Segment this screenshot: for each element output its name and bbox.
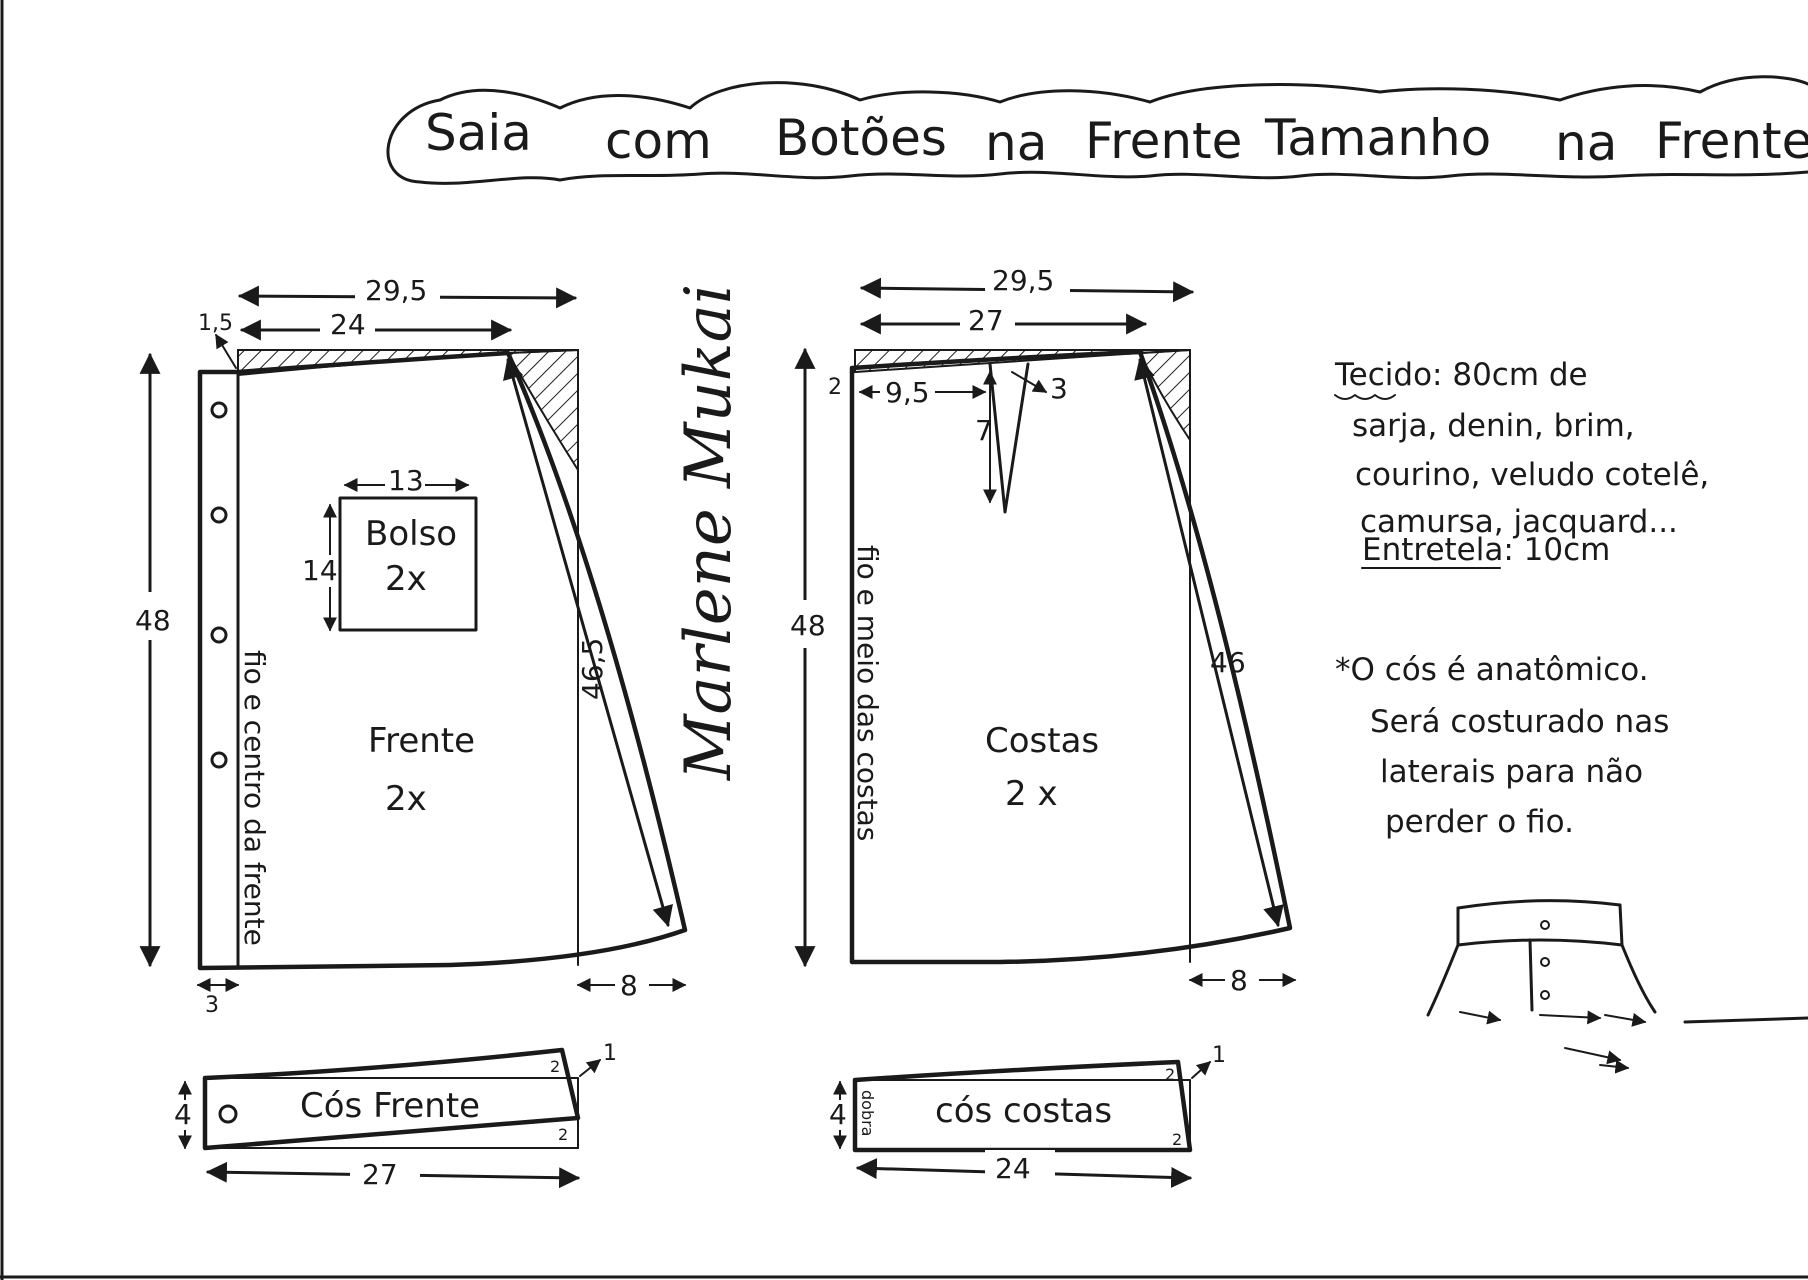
title-cloud-outline <box>386 75 1808 185</box>
front-waistband-height-label: 4 <box>174 1098 192 1131</box>
back-hem-flare-label: 8 <box>1230 964 1248 997</box>
front-waistband-length-label: 27 <box>362 1158 398 1191</box>
front-button-2 <box>210 506 228 524</box>
pocket-width-label: 13 <box>388 464 424 497</box>
front-waistband-end-a: 2 <box>550 1057 560 1076</box>
back-waistband-label: cós costas <box>935 1091 1112 1131</box>
back-waistband-tip-label: 1 <box>1212 1043 1226 1068</box>
back-dart-length-label: 7 <box>975 414 993 447</box>
back-waist-label: 27 <box>968 304 1004 337</box>
front-corner-rise-label: 1,5 <box>198 311 233 336</box>
sketch-arrow-3 <box>1604 1012 1647 1027</box>
sketch-placket-line <box>1528 938 1534 1012</box>
title-word-2: com <box>605 112 712 170</box>
front-waistband-end-b: 2 <box>558 1125 568 1144</box>
sketch-waist-top <box>1456 899 1622 910</box>
back-waistband-piece: dobra cós costas 4 24 2 2 1 <box>826 1043 1226 1188</box>
title-word-3: Botões <box>775 109 947 167</box>
front-height-label: 48 <box>135 604 171 637</box>
back-corner-rise-label: 2 <box>828 375 842 400</box>
back-waistband-length-label: 24 <box>995 1152 1031 1185</box>
pocket-outline <box>338 496 478 632</box>
back-dart <box>988 362 1030 514</box>
back-height-label: 48 <box>790 609 826 642</box>
fabric-note-line-2: sarja, denin, brim, <box>1352 408 1635 444</box>
front-waistband-button <box>218 1104 238 1124</box>
back-waistband-tip-arrow <box>1191 1061 1212 1079</box>
back-dart-width-arrow <box>1011 371 1048 393</box>
back-side-seam-arrow <box>1134 357 1284 928</box>
sketch-arrow-2 <box>1539 1010 1602 1025</box>
fabric-note-line-5: Entretela: 10cm <box>1362 532 1610 568</box>
sketch-arrow-5 <box>1599 1059 1630 1074</box>
back-dart-width-label: 3 <box>1050 372 1068 405</box>
front-skirt-piece: 29,5 24 1,5 48 46,5 3 8 fio e centro da … <box>130 272 688 1018</box>
sketch-side-lines <box>1426 943 1657 1017</box>
title-cloud: Saia com Botões na Frente Tamanho na Fre… <box>386 75 1808 185</box>
fabric-notes: Tecido: 80cm de sarja, denin, brim, cour… <box>1334 357 1709 569</box>
title-word-6: Tamanho <box>1264 109 1491 167</box>
front-button-1 <box>210 401 228 419</box>
skirt-sketch <box>1426 899 1808 1074</box>
back-grain-text: fio e meio das costas <box>851 545 884 841</box>
sketch-arrow-4 <box>1564 1047 1622 1065</box>
front-placket-label: 3 <box>205 993 219 1018</box>
band-note-line-2: Será costurado nas <box>1370 704 1669 740</box>
band-note-line-1: *O cós é anatômico. <box>1335 652 1649 688</box>
back-waistband-fold-label: dobra <box>858 1090 877 1136</box>
back-dart-offset-label: 9,5 <box>885 376 930 409</box>
pocket-count: 2x <box>385 559 427 599</box>
fabric-note-line-1: Tecido: 80cm de <box>1334 357 1588 393</box>
back-count: 2 x <box>1005 774 1058 814</box>
sketch-button-3 <box>1540 990 1550 1000</box>
band-note-line-4: perder o fio. <box>1385 804 1574 840</box>
front-side-seam-arrow <box>503 357 673 928</box>
front-hem-flare-label: 8 <box>620 969 638 1002</box>
title-word-7: na <box>1555 114 1617 172</box>
front-corner-arrow <box>215 333 237 369</box>
back-skirt-piece: 7 9,5 3 29,5 27 2 48 46 8 fio e meio das… <box>785 262 1297 997</box>
sketch-button-1 <box>1540 920 1550 930</box>
band-note-line-3: laterais para não <box>1380 754 1643 790</box>
pocket-label: Bolso <box>365 514 457 554</box>
front-side-seam-label: 46,5 <box>576 638 609 700</box>
front-waistband-tip-arrow <box>579 1059 602 1077</box>
front-side-hatch <box>506 348 579 474</box>
title-word-5: Frente <box>1085 112 1242 170</box>
front-waistband-tip-label: 1 <box>603 1041 617 1066</box>
front-button-4 <box>210 751 228 769</box>
back-waistband-end-a: 2 <box>1165 1065 1175 1084</box>
back-label: Costas <box>985 721 1099 761</box>
front-waist-label: 24 <box>330 308 366 341</box>
front-waistband-piece: Cós Frente 4 27 2 2 1 <box>170 1041 617 1191</box>
designer-signature: Marlene Mukai <box>672 284 746 781</box>
front-label: Frente <box>368 721 475 761</box>
pocket-height-label: 14 <box>302 554 338 587</box>
sketch-ground-line <box>1683 1016 1808 1024</box>
front-grain-text: fio e centro da frente <box>238 650 271 946</box>
fabric-note-line-4: camursa, jacquard... <box>1360 504 1678 540</box>
sketch-waistband-bottom <box>1456 938 1624 947</box>
back-side-seam-label: 46 <box>1210 646 1246 679</box>
front-top-total-label: 29,5 <box>365 274 427 307</box>
pocket-piece: Bolso 2x 13 14 <box>300 464 478 632</box>
front-waistband-label: Cós Frente <box>300 1086 480 1126</box>
front-count: 2x <box>385 779 427 819</box>
title-word-8: Frente <box>1655 112 1808 170</box>
sketch-arrow-1 <box>1459 1010 1502 1025</box>
fabric-note-line-3: courino, veludo cotelê, <box>1355 457 1709 493</box>
back-waistband-height-label: 4 <box>829 1098 847 1131</box>
title-word-1: Saia <box>425 104 532 162</box>
title-word-4: na <box>985 114 1047 172</box>
front-piece-outline <box>197 350 688 971</box>
sketch-button-2 <box>1540 957 1550 967</box>
back-waistband-end-b: 2 <box>1172 1130 1182 1149</box>
back-top-total-label: 29,5 <box>992 264 1054 297</box>
fabric-note-underline <box>1334 394 1396 400</box>
waistband-notes: *O cós é anatômico. Será costurado nas l… <box>1335 652 1669 840</box>
sketch-waistband-sides <box>1456 903 1624 947</box>
front-button-3 <box>210 626 228 644</box>
